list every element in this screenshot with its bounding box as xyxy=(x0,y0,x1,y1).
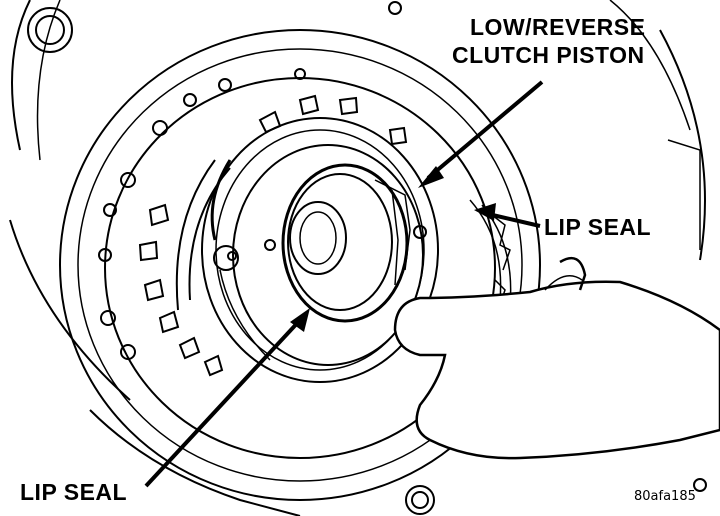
bolt-holes xyxy=(98,68,427,360)
lip-seal-label-right: LIP SEAL xyxy=(544,214,652,240)
right-lip-seal-arrowhead xyxy=(474,203,496,221)
case-bore-ring xyxy=(59,29,541,501)
piston-leader-line xyxy=(426,80,544,180)
left-lip-seal-leader-line xyxy=(144,316,304,488)
piston-label-line-1: LOW/REVERSE xyxy=(470,14,646,40)
figure-code: 80afa185 xyxy=(634,489,696,504)
lip-seal-label-left: LIP SEAL xyxy=(20,479,128,505)
left-lip-seal-arrowhead xyxy=(290,308,310,332)
piston-label-line-2: CLUTCH PISTON xyxy=(452,42,645,68)
transmission-case-outline xyxy=(9,0,707,516)
piston-arrowhead xyxy=(418,166,444,188)
technician-hand xyxy=(393,256,720,460)
low-reverse-clutch-piston xyxy=(201,117,439,383)
inner-lip-seal xyxy=(281,163,411,323)
clutch-hub-splines xyxy=(138,94,408,377)
leader-arrows xyxy=(144,80,544,488)
